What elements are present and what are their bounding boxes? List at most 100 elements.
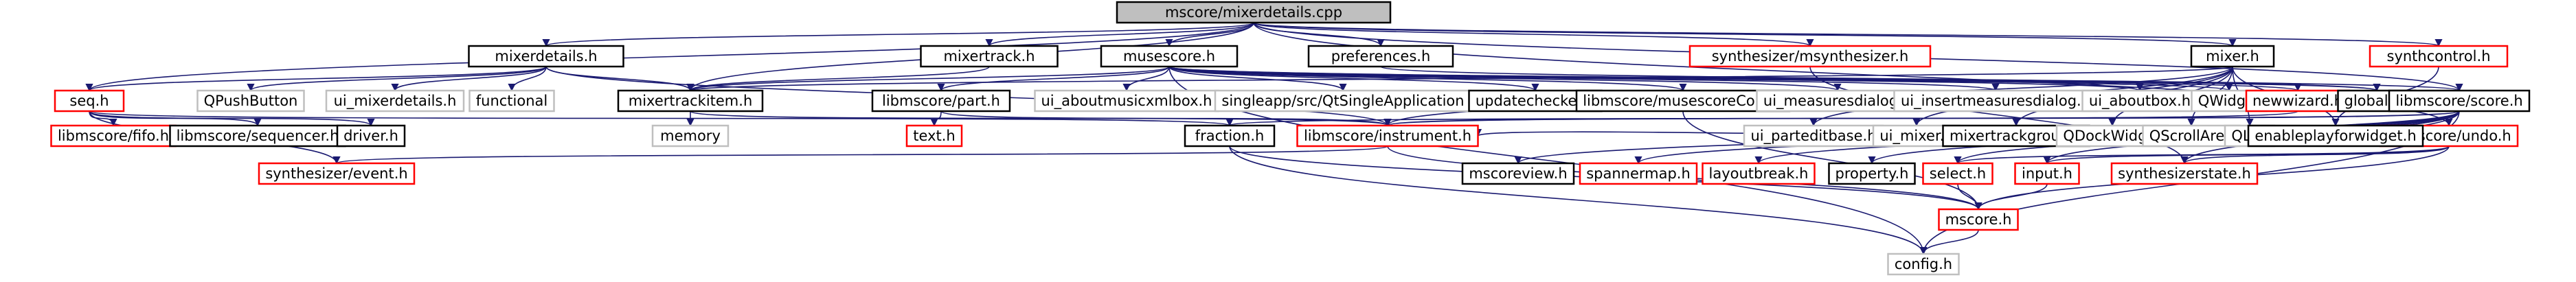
node-lib-instrument-h[interactable]: libmscore/instrument.h — [1296, 124, 1479, 148]
node-label: enableplayforwidget.h — [2255, 128, 2416, 144]
node-seq-h[interactable]: seq.h — [54, 89, 125, 113]
node-ui-measuresdialog-h: ui_measuresdialog.h — [1756, 89, 1919, 113]
node-label: mixerdetails.h — [495, 48, 597, 64]
node-box — [1214, 89, 1472, 113]
edge-fraction-h-to-config-h — [1229, 145, 1928, 255]
edge-mixerdetails-h-to-qpushbutton — [247, 66, 547, 92]
node-synth-msynth-h[interactable]: synthesizer/msynthesizer.h — [1688, 45, 1932, 68]
node-box — [336, 124, 406, 148]
node-box — [1116, 1, 1392, 24]
node-mixerdetails-h[interactable]: mixerdetails.h — [468, 45, 624, 68]
node-box — [2014, 162, 2080, 185]
node-label: updatechecker.h — [1476, 93, 1595, 109]
node-synthcontrol-h[interactable]: synthcontrol.h — [2369, 45, 2509, 68]
node-box — [920, 45, 1059, 68]
edge-root-to-synthcontrol-h — [1253, 22, 2442, 47]
node-label: driver.h — [343, 128, 398, 144]
node-driver-h[interactable]: driver.h — [336, 124, 406, 148]
edge-musescore-h-to-mixertrackitem-h — [686, 66, 1170, 92]
node-label: libmscore/sequencer.h — [177, 128, 339, 144]
edge-root-to-mixertrack-h — [985, 22, 1254, 47]
node-label: seq.h — [69, 93, 109, 109]
node-ui-mixerdetails-h: ui_mixerdetails.h — [325, 89, 465, 113]
node-label: mscore/mixerdetails.cpp — [1165, 4, 1342, 21]
node-box — [1702, 162, 1816, 185]
node-label: mscore.h — [1945, 211, 2012, 228]
edge-root-to-preferences-h — [1253, 22, 1385, 47]
node-newwizard-h[interactable]: newwizard.h — [2245, 89, 2351, 113]
node-label: QScrollArea — [2149, 128, 2233, 144]
edge-musescore-h-to-lib-part-h — [937, 66, 1170, 92]
edge-mixerdetails-h-to-mixertrackitem-h — [545, 66, 694, 92]
node-lib-part-h[interactable]: libmscore/part.h — [871, 89, 1011, 113]
node-box — [1575, 89, 1791, 113]
node-mixertrack-h[interactable]: mixertrack.h — [920, 45, 1059, 68]
node-label: ui_mixerdetails.h — [334, 93, 457, 110]
node-text-h[interactable]: text.h — [905, 124, 963, 148]
node-preferences-h[interactable]: preferences.h — [1307, 45, 1454, 68]
node-box — [2142, 124, 2241, 148]
node-box — [258, 162, 416, 185]
node-input-h[interactable]: input.h — [2014, 162, 2080, 185]
node-box — [1887, 252, 1960, 276]
node-box — [50, 124, 177, 148]
node-property-h[interactable]: property.h — [1828, 162, 1916, 185]
node-box — [196, 89, 305, 113]
node-memory: memory — [651, 124, 730, 148]
node-box — [2388, 89, 2531, 113]
edge-seq-h-to-fraction-h — [89, 110, 1233, 127]
node-box — [1100, 45, 1239, 68]
edge-seq-h-to-driver-h — [89, 110, 375, 127]
node-lib-musescorecore-h[interactable]: libmscore/musescoreCore.h — [1575, 89, 1791, 113]
node-box — [1296, 124, 1479, 148]
node-musescore-h[interactable]: musescore.h — [1100, 45, 1239, 68]
node-box — [1743, 124, 1884, 148]
node-select-h[interactable]: select.h — [1922, 162, 1993, 185]
node-mixertrackitem-h[interactable]: mixertrackitem.h — [617, 89, 764, 113]
node-box — [2245, 89, 2351, 113]
node-label: property.h — [1835, 165, 1909, 182]
edge-musescore-h-to-updatechecker-h — [1168, 66, 1539, 92]
node-lib-sequencer-h[interactable]: libmscore/sequencer.h — [169, 124, 346, 148]
node-box — [1922, 162, 1993, 185]
node-box — [1461, 162, 1575, 185]
edge-layer — [85, 22, 2463, 255]
node-fraction-h[interactable]: fraction.h — [1184, 124, 1276, 148]
edge-root-to-musescore-h — [1165, 22, 1254, 47]
node-ui-aboutbox-h: ui_aboutbox.h — [2081, 89, 2198, 113]
node-layoutbreak-h[interactable]: layoutbreak.h — [1702, 162, 1816, 185]
node-spannermap-h[interactable]: spannermap.h — [1579, 162, 1698, 185]
node-label: memory — [660, 128, 721, 144]
node-synthesizerstate-h[interactable]: synthesizerstate.h — [2110, 162, 2259, 185]
node-label: libmscore/musescoreCore.h — [1583, 93, 1783, 109]
node-label: preferences.h — [1331, 48, 1431, 64]
node-label: spannermap.h — [1586, 165, 1691, 182]
node-label: layoutbreak.h — [1709, 165, 1809, 182]
node-box — [325, 89, 465, 113]
node-label: synthesizer/msynthesizer.h — [1712, 48, 1909, 64]
node-ui-insertmeasuresdialog-h: ui_insertmeasuresdialog.h — [1893, 89, 2098, 113]
edge-root-to-seq-h — [85, 22, 1254, 92]
node-mscore-h[interactable]: mscore.h — [1938, 208, 2019, 231]
edge-root-to-mixer-h — [1253, 22, 2236, 47]
node-box — [54, 89, 125, 113]
node-config-h: config.h — [1887, 252, 1960, 276]
node-box — [468, 89, 555, 113]
node-label: mixertrack.h — [943, 48, 1035, 64]
node-mscoreview-h[interactable]: mscoreview.h — [1461, 162, 1575, 185]
node-box — [1579, 162, 1698, 185]
node-lib-fifo-h[interactable]: libmscore/fifo.h — [50, 124, 177, 148]
edge-mixerdetails-h-to-functional — [508, 66, 547, 92]
node-label: ui_parteditbase.h — [1750, 128, 1876, 145]
node-synth-event-h[interactable]: synthesizer/event.h — [258, 162, 416, 185]
node-enableplay-h[interactable]: enableplayforwidget.h — [2247, 124, 2424, 148]
edge-musescore-h-to-ui-aboutmusicxmlbox-h — [1122, 66, 1170, 92]
node-mixer-h[interactable]: mixer.h — [2190, 45, 2275, 68]
edge-lib-undo-h-to-synthesizerstate-h — [2180, 145, 2450, 165]
edge-lib-part-h-to-lib-instrument-h — [940, 110, 1392, 127]
node-box — [905, 124, 963, 148]
node-root[interactable]: mscore/mixerdetails.cpp — [1116, 1, 1392, 24]
node-lib-score-h[interactable]: libmscore/score.h — [2388, 89, 2531, 113]
edge-mixerdetails-h-to-ui-mixerdetails-h — [391, 66, 547, 92]
